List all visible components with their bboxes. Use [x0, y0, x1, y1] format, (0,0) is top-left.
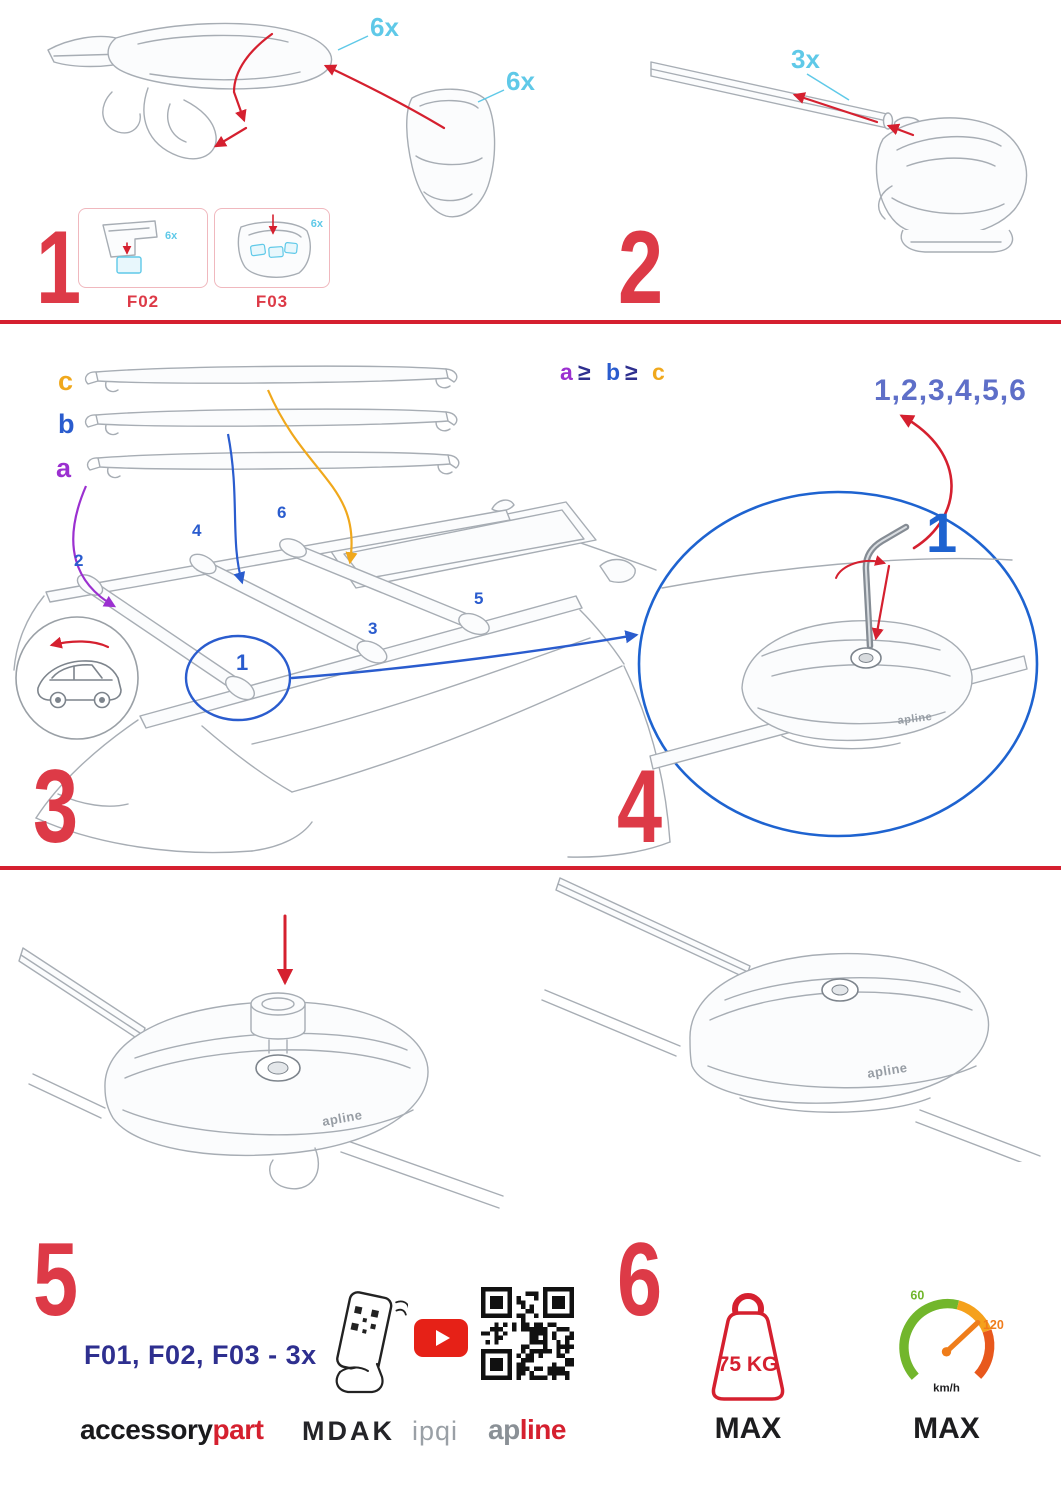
foot-line-art	[689, 952, 990, 1113]
roof-mounting-illustration: c b a a ≥ b ≥ c	[13, 359, 1039, 858]
bar-b-routing-arrow	[226, 433, 246, 585]
formula-gte-2: ≥	[625, 359, 638, 385]
knob-icon	[250, 992, 306, 1054]
max-speed-gauge-icon: 60 120 km/h	[899, 1289, 1004, 1394]
position-4-label: 4	[192, 521, 202, 540]
formula-gte-1: ≥	[578, 359, 591, 385]
step1-qty-cover-label: 6x	[370, 12, 399, 42]
bar-a-routing-arrow	[72, 485, 117, 608]
first-foot-callout: 1	[926, 501, 957, 564]
brand-apline-red: line	[519, 1414, 567, 1445]
brand-apline-gray: ap	[488, 1414, 520, 1445]
car-direction-inset	[15, 616, 139, 740]
step-6-numeral: 6	[617, 1222, 662, 1338]
step5-knob-tighten-illustration: apline	[18, 914, 504, 1209]
qty-leader-line	[477, 89, 505, 103]
step-1-numeral: 1	[36, 210, 81, 326]
step2-bar-endcap-illustration: 3x	[650, 44, 1028, 253]
scan-phone-icon	[335, 1291, 408, 1394]
tightening-detail-magnifier: apline	[637, 490, 1039, 838]
max-load-value: 75 KG	[718, 1353, 779, 1376]
tightening-sequence-label: 1,2,3,4,5,6	[874, 374, 1027, 407]
youtube-icon	[414, 1319, 468, 1357]
part-f03-qty-label: 6x	[311, 218, 324, 230]
brand-ipqi: ipqi	[412, 1416, 459, 1446]
cover-line-art	[406, 88, 496, 218]
part-box-f03: 6x	[214, 208, 330, 288]
step-5-numeral: 5	[33, 1222, 78, 1338]
max-load-label: MAX	[714, 1412, 782, 1445]
step2-qty-label: 3x	[791, 44, 820, 74]
foot-line-art	[47, 22, 333, 160]
qr-code	[481, 1287, 574, 1380]
step1-foot-and-cover-illustration: 6x 6x	[47, 12, 535, 218]
brand-mdak: MDAK	[302, 1416, 395, 1446]
max-load-weight-icon: 75 KG	[711, 1293, 785, 1401]
section-divider	[0, 866, 1061, 870]
rotate-key-arrow	[835, 555, 887, 579]
foot-brand-logo: apline	[321, 1107, 364, 1129]
step-3-numeral: 3	[33, 749, 78, 865]
brand-apline: apline	[488, 1414, 566, 1446]
part-f02-code: F02	[126, 292, 160, 311]
direction-arrow	[49, 636, 110, 649]
position-1-label: 1	[236, 650, 248, 675]
bar-c-routing-arrow	[266, 389, 358, 565]
step1-qty-pad-label: 6x	[506, 66, 535, 96]
speed-unit: km/h	[933, 1382, 960, 1394]
brand-accessorypart-black: accessory	[80, 1414, 213, 1445]
speed-tick-high: 120	[983, 1318, 1004, 1332]
rail-and-bar	[18, 947, 504, 1209]
position-6-label: 6	[277, 503, 286, 522]
foot-brand-logo: apline	[866, 1060, 908, 1081]
position-2-label: 2	[74, 551, 83, 570]
fitting-kits-line: F01, F02, F03 - 3x	[84, 1340, 317, 1370]
magnifier-link-arrow	[290, 630, 639, 680]
bar-b-label: b	[58, 409, 75, 439]
formula-b: b	[606, 359, 620, 385]
formula-c: c	[652, 359, 665, 385]
bar-c-label: c	[58, 366, 73, 396]
step-5-6-panel: apline apline 5 6	[0, 870, 1061, 1500]
section-divider	[0, 320, 1061, 324]
brand-accessorypart-red: part	[212, 1414, 264, 1445]
rail-and-bar	[541, 877, 1041, 1162]
crossbar-line-art	[650, 61, 924, 144]
bar-length-formula: a ≥ b ≥ c	[560, 359, 665, 385]
loose-crossbars	[84, 365, 460, 479]
end-foot-line-art	[875, 117, 1028, 253]
bar-a-label: a	[56, 453, 72, 483]
step-2-panel: 3x 2	[610, 0, 1061, 322]
part-f02-illustration: 6x	[102, 220, 178, 274]
step-2-numeral: 2	[618, 210, 663, 326]
insert-key-arrow	[871, 564, 891, 641]
step-3-4-panel: c b a a ≥ b ≥ c	[0, 324, 1061, 868]
step-1-panel: 6x 6x 6x F02 6x F03	[0, 0, 610, 322]
step2-insert-arrows	[792, 92, 915, 137]
step-4-numeral: 4	[617, 749, 662, 865]
formula-a: a	[560, 359, 573, 385]
foot-brand-logo: apline	[897, 711, 933, 727]
step1-assembly-arrows	[213, 32, 446, 148]
brand-accessorypart: accessorypart	[80, 1414, 264, 1446]
position-5-label: 5	[474, 589, 483, 608]
qty-leader-line	[806, 73, 850, 101]
foot-1-highlight-circle	[184, 634, 292, 722]
sequence-arrow	[899, 414, 953, 550]
step6-finished-foot-illustration: apline	[541, 877, 1041, 1162]
part-f02-qty-label: 6x	[165, 230, 178, 242]
gauge-needle	[943, 1319, 981, 1355]
speed-tick-low: 60	[910, 1289, 924, 1303]
part-f03-illustration: 6x	[237, 214, 324, 278]
qty-leader-line	[337, 35, 369, 51]
allen-key-icon	[862, 523, 910, 650]
part-f03-code: F03	[255, 292, 289, 311]
max-speed-label: MAX	[913, 1412, 980, 1445]
foot-line-art	[104, 1001, 429, 1190]
part-box-f02: 6x	[78, 208, 208, 288]
position-3-label: 3	[368, 619, 377, 638]
